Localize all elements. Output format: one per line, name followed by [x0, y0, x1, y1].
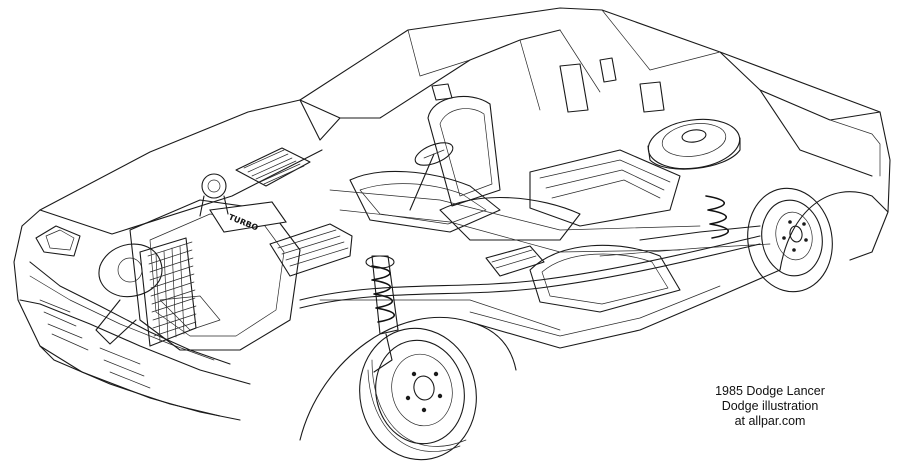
car-body-outline — [13, 7, 891, 441]
steering-wheel — [409, 142, 454, 211]
front-strut — [365, 255, 399, 373]
illustration-caption: 1985 Dodge Lancer Dodge illustration at … — [700, 384, 840, 429]
floor-pan — [329, 57, 701, 277]
caption-credit: Dodge illustration — [721, 399, 819, 413]
caption-title: 1985 Dodge Lancer — [715, 384, 825, 398]
front-seat — [349, 83, 501, 233]
engine-assembly — [95, 173, 353, 351]
rear-suspension — [599, 195, 771, 257]
fuel-tank — [529, 149, 681, 227]
hood-vent — [235, 147, 311, 187]
front-wheel — [359, 327, 477, 461]
rear-wheel — [747, 187, 833, 293]
rear-seat — [439, 196, 681, 313]
spare-tire — [647, 118, 741, 170]
radiator — [139, 237, 197, 347]
caption-source: at allpar.com — [734, 414, 806, 428]
exhaust-system — [299, 235, 761, 309]
